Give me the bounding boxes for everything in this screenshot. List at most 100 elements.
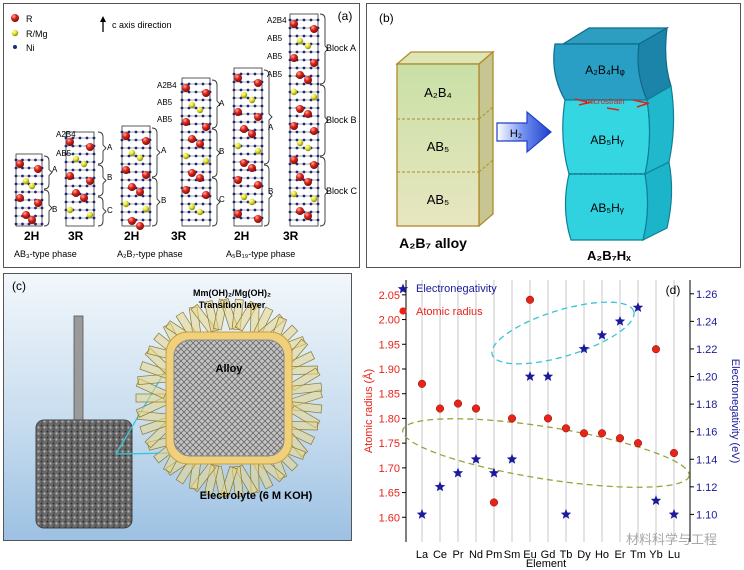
ab3-2h-brace-b: B — [52, 205, 57, 214]
electronegativity-cluster-ellipse — [491, 301, 635, 365]
panel-c: (c) Mm(OH)₂/Mg(OH)₂ Transition layer All… — [3, 273, 352, 541]
x-tick-label: Lu — [668, 549, 680, 561]
a2b7-2h-brace — [151, 127, 161, 178]
x-tick-label: Dy — [577, 549, 591, 561]
r-atom-icon — [11, 14, 19, 22]
a2b7-3r-brace — [211, 79, 221, 129]
electronegativity-point — [614, 315, 626, 326]
a2b7-3r-structure — [180, 77, 212, 227]
ab3-2h-label: 2H — [24, 229, 39, 243]
block-b-label: Block B — [326, 115, 357, 125]
legend-electronegativity-label: Electronegativity — [416, 283, 497, 295]
chart-marks — [416, 295, 680, 519]
alloy-layer-ab5-1: AB₅ — [427, 139, 450, 154]
a2b7-3r-label: 3R — [171, 229, 187, 243]
ab3-caption: AB₃-type phase — [14, 249, 77, 259]
hydride-layer-ab5h-2: AB₅Hᵧ — [590, 201, 624, 215]
a2b7-2h-brace-a: A — [161, 146, 167, 155]
x-tick-label: Er — [615, 549, 626, 561]
x-tick-label: Tm — [630, 549, 646, 561]
block-b-brace — [319, 84, 329, 157]
a2b7-2h-structure — [120, 125, 152, 230]
panel-a-tag: (a) — [338, 9, 353, 23]
arrow-label: H₂ — [510, 128, 522, 140]
ab3-3r-label: 3R — [68, 229, 84, 243]
a5b19-label-ab5-3: AB5 — [267, 70, 283, 79]
microstrain-label: microstrain — [585, 97, 624, 106]
ni-atom-icon — [13, 45, 17, 49]
y2-tick-label: 1.12 — [696, 482, 717, 494]
atomic-radius-point — [507, 414, 517, 423]
atomic-radius-point — [471, 404, 481, 413]
ab3-3r-brace — [97, 131, 107, 165]
y2-tick-label: 1.24 — [696, 316, 717, 328]
hydride-layer-ab5h-1: AB₅Hᵧ — [590, 133, 624, 147]
x-tick-label: La — [416, 549, 429, 561]
electrolyte-label: Electrolyte (6 M KOH) — [200, 490, 313, 502]
a5b19-label-ab5-1: AB5 — [267, 34, 283, 43]
a2b7-label-a2b4: A2B4 — [157, 81, 177, 90]
y2-tick-label: 1.14 — [696, 454, 717, 466]
a5b19-2h-brace — [263, 164, 273, 227]
x-tick-label: Ce — [433, 549, 447, 561]
transition-label: Transition layer — [199, 300, 266, 310]
electronegativity-point — [632, 302, 644, 312]
ab3-2h-structure — [14, 153, 44, 227]
x-tick-label: Pr — [453, 549, 464, 561]
atomic-radius-point — [633, 439, 643, 448]
x-tick-label: Yb — [649, 549, 662, 561]
ab3-3r-brace — [97, 164, 107, 197]
y-tick-label: 1.80 — [379, 413, 400, 425]
ab3-3r-brace-b: B — [107, 173, 112, 182]
atomic-radius-point — [525, 295, 535, 304]
legend-atomic-radius-marker — [399, 307, 407, 315]
a5b19-2h-brace — [263, 69, 273, 165]
hydride-caption: A₂B₇Hₓ — [587, 248, 631, 263]
ab3-2h-brace — [43, 155, 53, 190]
x-axis-label: Element — [526, 558, 566, 570]
a5b19-3r-structure — [288, 13, 320, 227]
electronegativity-point — [560, 508, 572, 519]
y-tick-label: 1.60 — [379, 512, 400, 524]
axis-ticks: 1.601.651.701.751.801.851.901.952.002.05… — [379, 289, 718, 561]
watermark: 材料科学与工程 — [626, 532, 717, 547]
a2b7-2h-brace-b: B — [161, 196, 166, 205]
electronegativity-point — [524, 371, 536, 381]
electronegativity-point — [542, 371, 554, 381]
y2-tick-label: 1.18 — [696, 399, 717, 411]
legend-electronegativity-marker — [397, 283, 409, 294]
y2-tick-label: 1.10 — [696, 509, 717, 521]
a5b19-label-ab5-2: AB5 — [267, 52, 283, 61]
y-tick-label: 2.00 — [379, 315, 400, 327]
a5b19-2h-label: 2H — [234, 229, 249, 243]
electronegativity-point — [650, 495, 662, 506]
ab3-3r-brace — [97, 196, 107, 227]
radius-cluster-ellipse — [402, 418, 690, 488]
a2b7-2h-brace — [151, 177, 161, 227]
a5b19-2h-brace-a: A — [268, 123, 274, 132]
legend-rmg: R/Mg — [26, 29, 48, 39]
y-tick-label: 1.70 — [379, 463, 400, 475]
atomic-radius-point — [597, 429, 607, 438]
rmg-atom-icon — [11, 29, 19, 37]
y2-axis-label: Electronegativity (eV) — [729, 359, 741, 464]
microstrain-arrows-icon — [574, 98, 650, 111]
block-c-label: Block C — [326, 186, 358, 196]
atomic-radius-point — [417, 379, 427, 388]
alloy-caption: A₂B₇ alloy — [399, 235, 467, 251]
electronegativity-point — [506, 453, 518, 464]
y2-tick-label: 1.20 — [696, 372, 717, 384]
y2-tick-label: 1.16 — [696, 427, 717, 439]
panel-d-tag: (d) — [666, 283, 681, 297]
x-tick-label: Eu — [523, 549, 536, 561]
y-tick-label: 2.05 — [379, 290, 400, 302]
ab3-label-a2b4: A2B4 — [56, 130, 76, 139]
electronegativity-point — [578, 343, 590, 354]
panel-c-tag: (c) — [12, 279, 26, 293]
a2b7-2h-label: 2H — [124, 229, 139, 243]
atomic-radius-point — [669, 448, 679, 458]
x-tick-label: Pm — [486, 549, 503, 561]
block-a-brace — [319, 13, 329, 85]
c-axis-arrowhead-icon — [100, 16, 106, 22]
